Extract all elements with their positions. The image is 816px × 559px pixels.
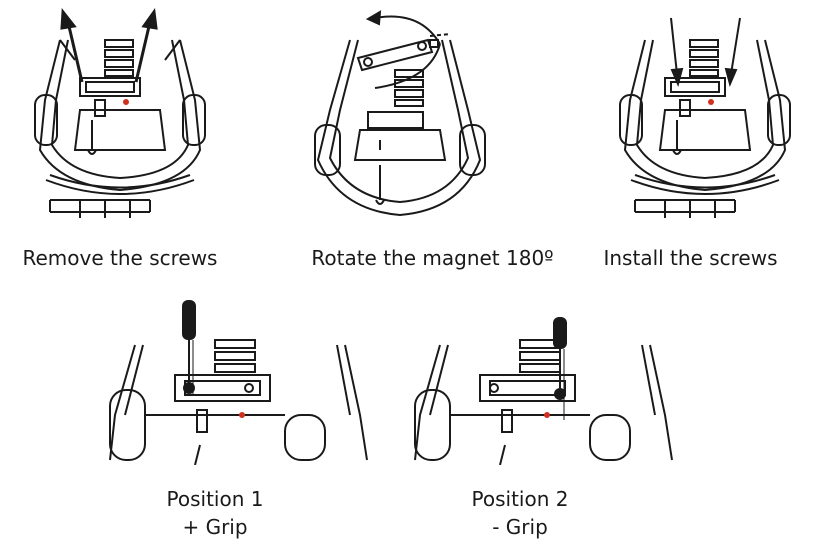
step-install-screws-illustration [605, 0, 805, 225]
position-1-label: Position 1 [166, 487, 264, 511]
caption-install-screws: Install the screws [603, 246, 778, 270]
screw-removal-arrow-right [134, 8, 158, 83]
position-1-grip: + Grip [182, 515, 248, 539]
step-remove-screws-illustration [20, 0, 225, 225]
caption-position-2: Position 2 - Grip [430, 485, 610, 541]
robot-top-view-drawing [619, 17, 791, 218]
screw-install-arrow-right [724, 17, 741, 88]
caption-position-1: Position 1 + Grip [125, 485, 305, 541]
status-indicator-dot [123, 99, 129, 105]
screwdriver-icon [553, 317, 567, 420]
position-1-illustration [105, 295, 375, 465]
step-rotate-magnet-illustration [300, 0, 500, 225]
position-2-label: Position 2 [471, 487, 569, 511]
robot-top-view-drawing [109, 300, 368, 465]
magnet-plate [664, 77, 726, 97]
caption-remove-screws: Remove the screws [22, 246, 218, 270]
status-indicator-dot [239, 412, 245, 418]
screw-removal-arrow-left [60, 7, 84, 83]
robot-top-view-drawing [414, 317, 673, 465]
screw-install-arrow-left [670, 17, 684, 88]
status-indicator-dot [544, 412, 550, 418]
rotated-magnet-plate [356, 38, 434, 72]
robot-top-view-drawing [34, 7, 206, 218]
screwdriver-icon [182, 300, 196, 395]
caption-rotate-magnet: Rotate the magnet 180º [311, 246, 554, 270]
status-indicator-dot [708, 99, 714, 105]
position-2-illustration [410, 295, 680, 465]
robot-top-view-drawing [314, 10, 486, 217]
rotation-arrow [365, 10, 441, 89]
position-2-grip: - Grip [492, 515, 548, 539]
magnet-plate [79, 77, 141, 97]
